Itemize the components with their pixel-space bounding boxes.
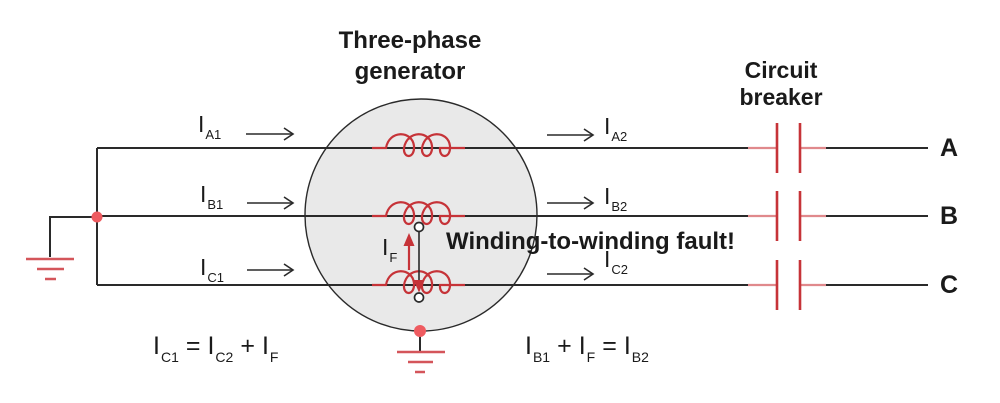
label-current-ia2: IA2	[604, 113, 628, 144]
current-arrow-b1	[247, 196, 295, 210]
label-current-ic1: IC1	[200, 254, 225, 285]
fault-arrowhead-down	[413, 280, 425, 293]
current-arrow-c1	[247, 263, 295, 277]
generator-title: Three-phase generator	[338, 27, 482, 85]
ground-symbol-bottom	[397, 350, 445, 374]
label-current-ib1: IB1	[200, 181, 224, 212]
equation-2: IB1+IF=IB2	[525, 332, 649, 365]
neutral-junction-dot	[91, 211, 103, 223]
fault-label: Winding-to-winding fault!	[446, 228, 736, 255]
coil-phase-a	[372, 133, 465, 158]
fault-path	[403, 221, 425, 303]
equation-1: IC1=IC2+IF	[153, 332, 279, 365]
ground-branch	[49, 216, 97, 257]
generator-bottom-dot	[414, 325, 426, 337]
phase-label-b: B	[940, 202, 959, 230]
current-arrow-b2	[547, 196, 595, 210]
label-current-ic2: IC2	[604, 246, 629, 277]
label-current-ifault: IF	[382, 234, 398, 265]
breaker-title: Circuit breaker	[739, 57, 823, 110]
label-current-ib2: IB2	[604, 183, 628, 214]
breaker-phase-c	[748, 260, 826, 310]
phase-label-a: A	[940, 134, 959, 162]
coil-phase-b	[372, 201, 465, 226]
fault-current-arrow	[403, 233, 415, 270]
coil-phase-c	[372, 270, 465, 295]
current-arrow-a1	[246, 127, 295, 141]
breaker-phase-a	[748, 123, 826, 173]
fault-bottom-node	[413, 292, 425, 303]
fault-top-node	[413, 221, 425, 233]
current-arrow-a2	[547, 128, 595, 142]
current-arrow-c2	[547, 267, 595, 281]
phase-label-c: C	[940, 271, 959, 299]
ground-symbol-left	[26, 257, 74, 281]
breaker-phase-b	[748, 191, 826, 241]
label-current-ia1: IA1	[198, 111, 222, 142]
